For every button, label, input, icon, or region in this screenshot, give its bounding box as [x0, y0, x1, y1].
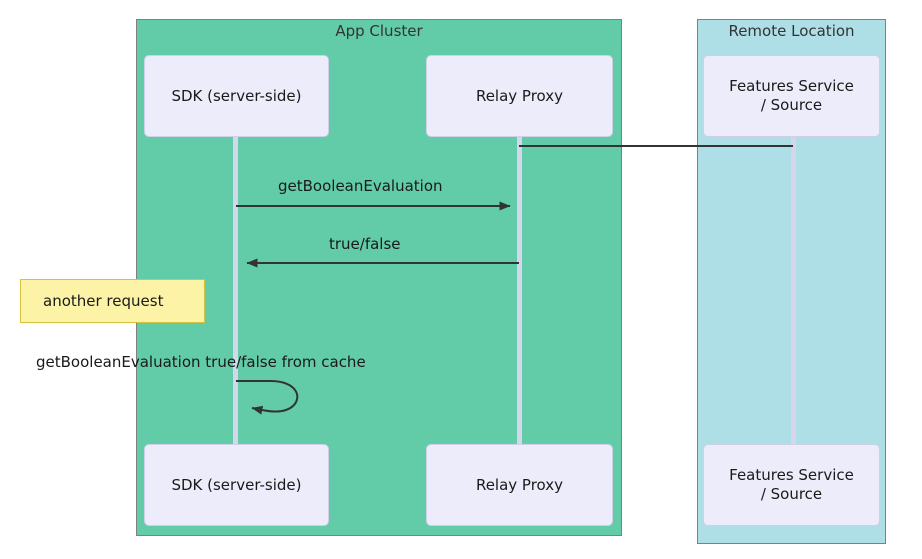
participant-relay-top[interactable]: Relay Proxy [426, 55, 613, 137]
participant-features-bottom-label-line1: Features Service [729, 466, 854, 484]
note-another-request-label: another request [43, 292, 164, 310]
message-label-cache-loop: getBooleanEvaluation true/false from cac… [36, 353, 366, 371]
group-remote-location-title: Remote Location [728, 22, 855, 40]
participant-relay-bottom[interactable]: Relay Proxy [426, 444, 613, 526]
participant-relay-bottom-label: Relay Proxy [475, 475, 564, 494]
lifeline-sdk [233, 131, 238, 447]
lifeline-features [791, 131, 796, 447]
participant-features-bottom[interactable]: Features Service / Source [703, 444, 880, 526]
arrow-self-loop-cache [236, 380, 299, 415]
participant-sdk-top-label: SDK (server-side) [171, 86, 302, 105]
participant-features-top-label-line1: Features Service [729, 77, 854, 95]
participant-sdk-bottom-label: SDK (server-side) [171, 475, 302, 494]
participant-features-top-label-line2: / Source [760, 96, 823, 114]
participant-features-top[interactable]: Features Service / Source [703, 55, 880, 137]
participant-sdk-top[interactable]: SDK (server-side) [144, 55, 329, 137]
message-label-get-boolean-evaluation: getBooleanEvaluation [278, 177, 443, 195]
lifeline-relay [517, 131, 522, 447]
message-label-true-false: true/false [329, 235, 401, 253]
group-app-cluster-title: App Cluster [335, 22, 423, 40]
participant-features-bottom-label-line2: / Source [760, 485, 823, 503]
participant-sdk-bottom[interactable]: SDK (server-side) [144, 444, 329, 526]
participant-features-bottom-label: Features Service / Source [729, 466, 854, 504]
participant-relay-top-label: Relay Proxy [475, 86, 564, 105]
note-another-request: another request [20, 279, 205, 323]
participant-features-top-label: Features Service / Source [729, 77, 854, 115]
